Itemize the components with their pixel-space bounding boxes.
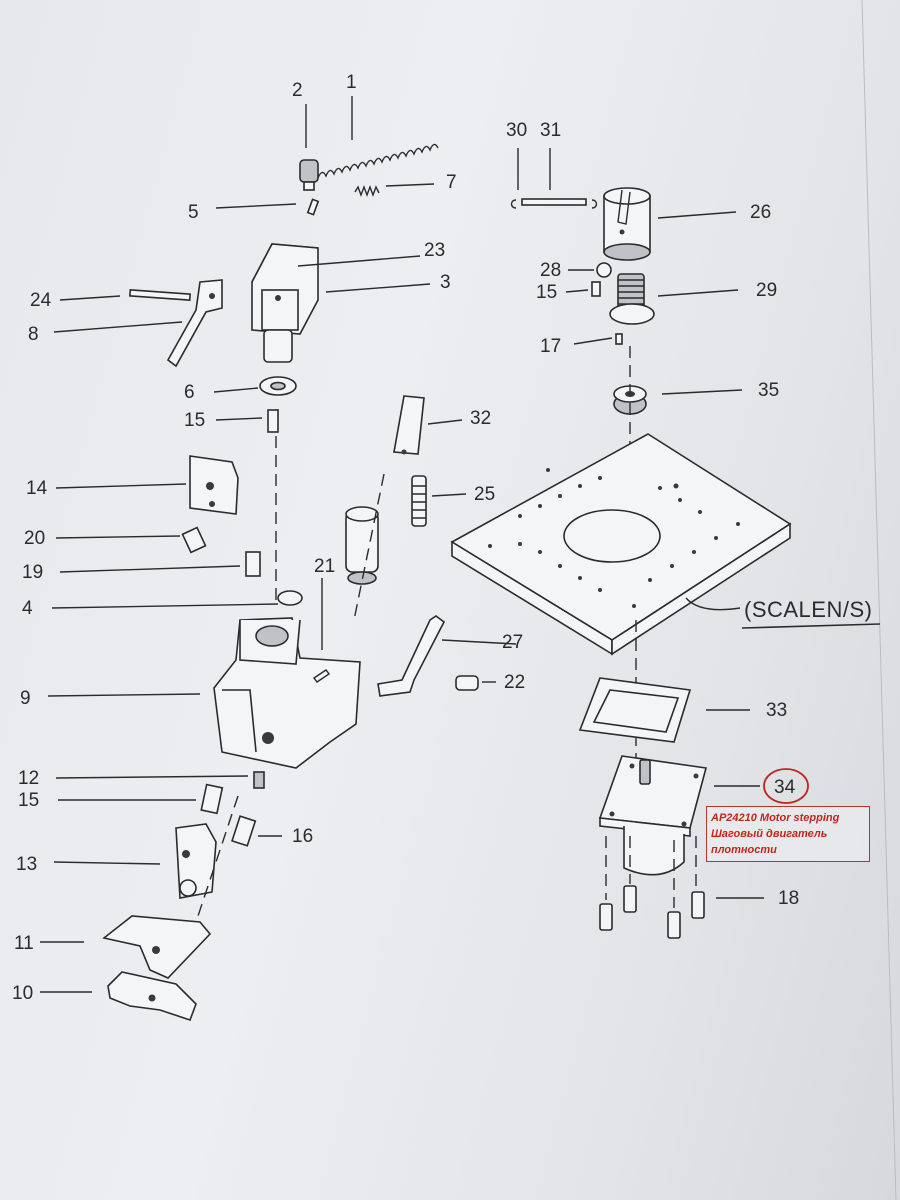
label-part-25: 25: [474, 484, 495, 505]
label-part-19: 19: [22, 562, 43, 583]
label-part-14: 14: [26, 478, 48, 499]
label-part-4: 4: [22, 598, 33, 619]
main-block-part-9: [213, 617, 361, 769]
sleeve-part-26: [603, 187, 651, 261]
label-part-21: 21: [314, 556, 335, 577]
pin-part-31: [510, 198, 598, 209]
label-part-20: 20: [24, 528, 45, 549]
screw-part-19: [245, 551, 261, 577]
label-part-27: 27: [502, 632, 523, 653]
upper-block-part-3: [251, 243, 319, 363]
small-spring-part-7: [354, 185, 380, 197]
nut-part-28: [596, 262, 612, 278]
screw-part-22: [455, 675, 479, 691]
label-part-2: 2: [292, 80, 303, 101]
label-part-11: 11: [14, 933, 34, 954]
label-part-15-right: 15: [536, 282, 557, 303]
axis-line-handle: [353, 473, 385, 621]
label-part-10: 10: [12, 983, 33, 1004]
label-part-31: 31: [540, 120, 561, 141]
lever-arm-part-27: [377, 615, 446, 697]
label-part-30: 30: [506, 120, 527, 141]
gasket-part-33: [578, 677, 692, 743]
label-part-5: 5: [188, 202, 199, 223]
leader-lines: [40, 96, 764, 993]
label-part-26: 26: [750, 202, 771, 223]
label-part-15-lower: 15: [18, 790, 39, 811]
washer-part-6: [259, 376, 297, 396]
label-part-1: 1: [346, 72, 357, 93]
plate-holes: [488, 468, 740, 608]
highlight-circle-34: [763, 768, 809, 804]
assembly-label: (SCALEN/S): [744, 597, 872, 622]
lower-block-part-13: [175, 823, 217, 899]
label-part-9: 9: [20, 688, 31, 709]
screw-part-15-right: [591, 281, 601, 297]
spring-pin-part-25: [411, 475, 427, 527]
stud-part-21: [312, 669, 331, 683]
label-part-3: 3: [440, 272, 451, 293]
label-part-8: 8: [28, 324, 39, 345]
handle-part-32: [393, 395, 425, 455]
lever-part-8: [166, 279, 223, 368]
label-part-29: 29: [756, 280, 777, 301]
label-part-35: 35: [758, 380, 779, 401]
annotation-line-2: Шаговый двигатель: [711, 828, 828, 840]
label-part-18: 18: [778, 888, 799, 909]
axis-line-lower: [189, 795, 239, 941]
label-part-7: 7: [446, 172, 457, 193]
screws-part-18: [599, 885, 705, 939]
label-part-34: 34: [774, 777, 796, 798]
threaded-shaft-part-29: [609, 273, 655, 325]
label-part-33: 33: [766, 700, 787, 721]
label-part-15-upper: 15: [184, 410, 205, 431]
annotation-line-3: плотности: [711, 844, 777, 856]
label-part-28: 28: [540, 260, 561, 281]
base-plate: [450, 433, 792, 656]
axis-lines-screws: [605, 836, 697, 908]
screw-part-20: [181, 526, 207, 554]
label-part-32: 32: [470, 408, 491, 429]
screw-part-4: [277, 590, 303, 606]
label-part-24: 24: [30, 290, 52, 311]
annotation-line-1: AP24210 Motor stepping: [711, 812, 840, 824]
screw-part-15-lower: [200, 783, 224, 815]
bracket-part-14: [189, 455, 239, 515]
label-part-12: 12: [18, 768, 39, 789]
cam-part-10: [107, 971, 197, 1022]
spring-pin-part-12: [253, 771, 265, 789]
stepping-motor-part-34: [598, 755, 708, 876]
knob-screw-part-2: [299, 159, 319, 191]
label-part-13: 13: [16, 854, 37, 875]
page-edge-line: [861, 0, 897, 1200]
sleeve-part-21: [345, 506, 379, 585]
screw-part-15-upper: [267, 409, 279, 433]
scalen-underline: [741, 623, 881, 629]
pin-part-17: [615, 333, 623, 345]
screw-part-16: [231, 815, 257, 847]
label-part-17: 17: [540, 336, 561, 357]
pin-part-5: [306, 198, 320, 216]
label-part-22: 22: [504, 672, 525, 693]
spring-part-1: [317, 143, 439, 179]
red-annotation-box: AP24210 Motor stepping Шаговый двигатель…: [706, 806, 870, 862]
cam-part-11: [102, 915, 212, 979]
pin-part-24: [129, 289, 191, 301]
label-part-23: 23: [424, 240, 445, 261]
label-part-16: 16: [292, 826, 313, 847]
leader-scalen: [685, 597, 741, 611]
label-part-6: 6: [184, 382, 195, 403]
